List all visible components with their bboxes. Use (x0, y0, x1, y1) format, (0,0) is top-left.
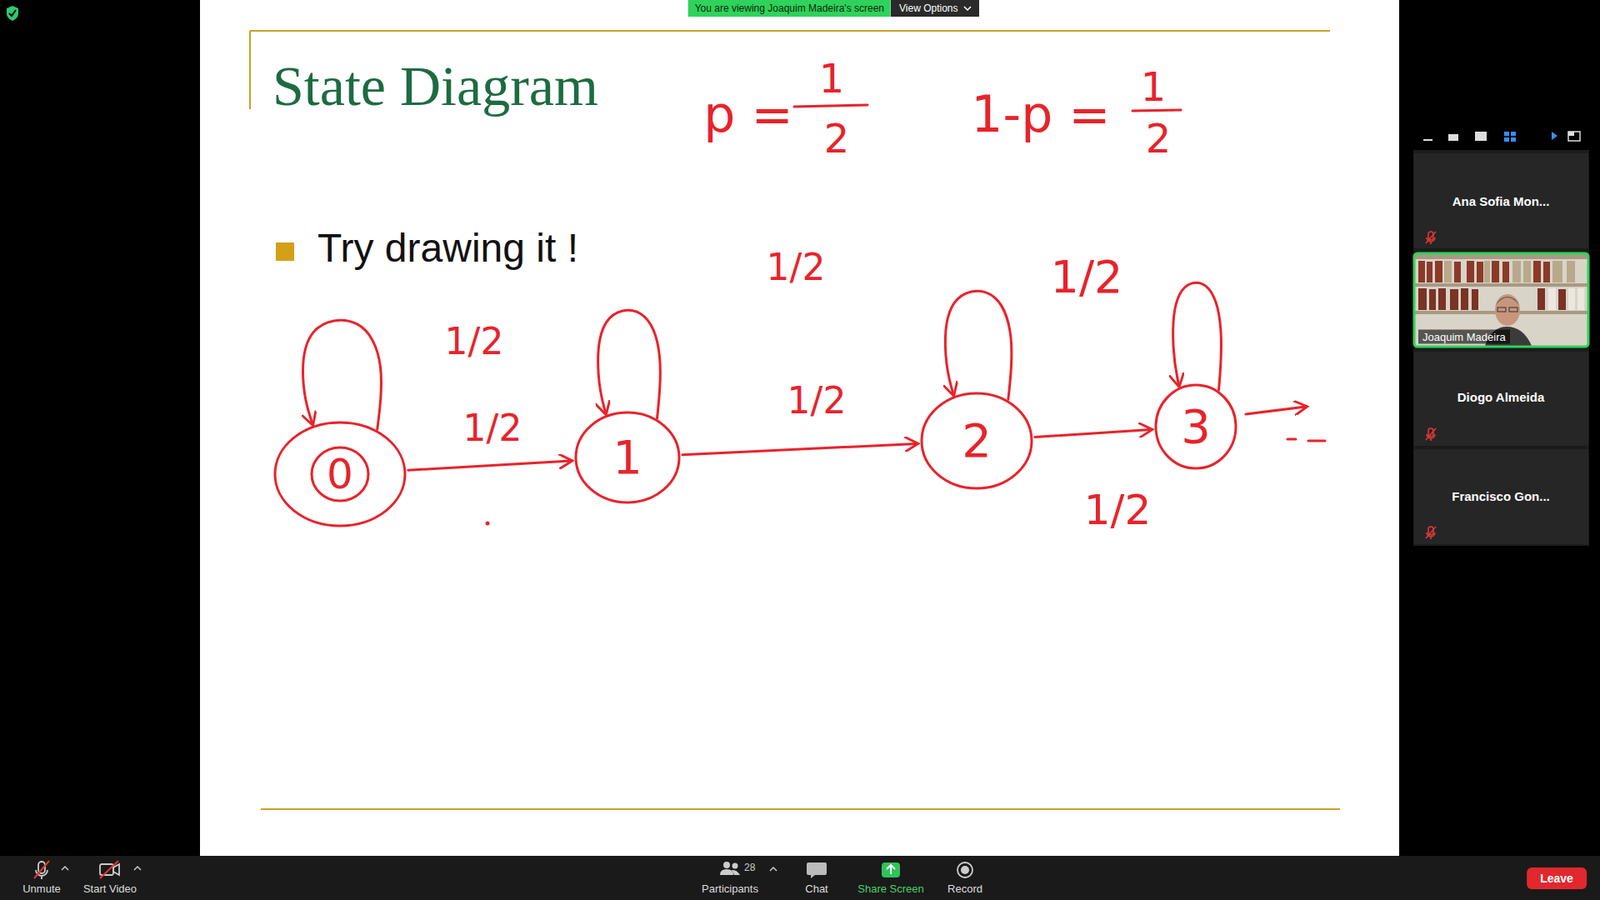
shield-check (9, 10, 16, 16)
state-circle: 3 (1154, 383, 1238, 470)
transition-arrow (682, 443, 917, 455)
toolbar-label: Unmute (22, 883, 61, 895)
gold-rule (249, 30, 251, 110)
leave-button: Leave (1526, 867, 1587, 890)
dropdown-chevron (963, 5, 972, 11)
participant-count: 28 (744, 862, 755, 873)
active-speaker-border (1414, 253, 1589, 347)
outgoing-arrow (1245, 406, 1306, 415)
toolbar-label: Chat (805, 883, 828, 895)
muted-mic-icon (1425, 526, 1436, 540)
fraction-bar (794, 105, 868, 107)
state-circle: 0 (273, 420, 407, 528)
dropdown-chevron (964, 6, 971, 10)
self-loop (945, 290, 1012, 400)
gold-rule (260, 808, 1340, 810)
toolbar (0, 855, 1600, 900)
gold-rule (250, 30, 1330, 32)
toolbar-label: Participants (701, 883, 759, 895)
record-icon (957, 862, 973, 878)
participant-tile (1414, 449, 1589, 545)
video-feed (1415, 254, 1588, 346)
transition-probability: 1/2 (1080, 489, 1155, 531)
state-number: 0 (326, 453, 354, 495)
state-inner-outline (311, 447, 369, 501)
fraction-numerator: 1 (819, 58, 845, 99)
handwritten-equation: 1-p = (970, 89, 1110, 140)
share-icon (881, 862, 900, 878)
transition-probability: 1/2 (441, 323, 508, 360)
shield-icon (6, 5, 19, 21)
transition-probability: 1/2 (763, 249, 830, 286)
state-circle: 1 (574, 410, 681, 505)
toolbar-label: Share Screen (857, 883, 925, 895)
transition-probability: 1/2 (784, 382, 850, 420)
participant-name: Diogo Almeida (1457, 390, 1545, 404)
state-outline (575, 412, 680, 503)
transition-probability: 1/2 (460, 410, 526, 447)
camera-icon (100, 860, 120, 879)
self-loop (303, 320, 382, 430)
fraction-denominator: 2 (1145, 118, 1172, 159)
participant-name: Ana Sofia Mon... (1452, 195, 1550, 208)
participant-tile (1414, 351, 1589, 446)
view-icons (1423, 131, 1580, 142)
chat-icon (806, 862, 827, 879)
participant-name: Francisco Gon... (1451, 490, 1550, 503)
participants-icon (720, 861, 740, 875)
state-number: 3 (1180, 403, 1211, 450)
transition-probability: 1/2 (1047, 255, 1127, 300)
fraction-bar (1132, 110, 1181, 111)
share-arrow (886, 865, 895, 875)
state-number: 1 (612, 434, 643, 481)
ink-dashes (1287, 439, 1325, 441)
bullet-text: Try drawing it ! (317, 228, 579, 269)
self-loop (1173, 282, 1222, 390)
view-options-button: View Options (890, 0, 980, 17)
state-number: 2 (961, 417, 992, 465)
menu-chevron (770, 867, 777, 871)
toolbar-label: Start Video (83, 883, 137, 895)
participant-name: Joaquim Madeira (1418, 330, 1510, 345)
handwritten-equation: p = (703, 89, 793, 140)
gallery-panel (1413, 150, 1590, 546)
transition-arrow (1035, 429, 1151, 437)
muted-mic-icon (1425, 231, 1436, 245)
participant-tile (1414, 153, 1589, 249)
menu-chevron (61, 866, 69, 870)
slide-title: State Diagram (272, 57, 599, 115)
state-circle: 2 (920, 391, 1034, 490)
state-outline (921, 393, 1032, 489)
ink-dot (485, 521, 490, 526)
menu-chevron (134, 866, 141, 870)
muted-mic-icon (1425, 428, 1436, 441)
transition-arrow (408, 460, 571, 470)
state-outline (1155, 385, 1236, 469)
record-dot (960, 865, 970, 875)
slide (200, 0, 1400, 856)
state-outline (275, 422, 405, 526)
bullet-square (275, 242, 295, 261)
fraction-numerator: 1 (1140, 66, 1167, 107)
self-loop (598, 310, 661, 419)
toolbar-label: Record (947, 883, 983, 895)
mic-icon (34, 860, 50, 880)
fraction-denominator: 2 (824, 118, 850, 159)
screen-share-banner: You are viewing Joaquim Madeira's screen (688, 0, 891, 17)
